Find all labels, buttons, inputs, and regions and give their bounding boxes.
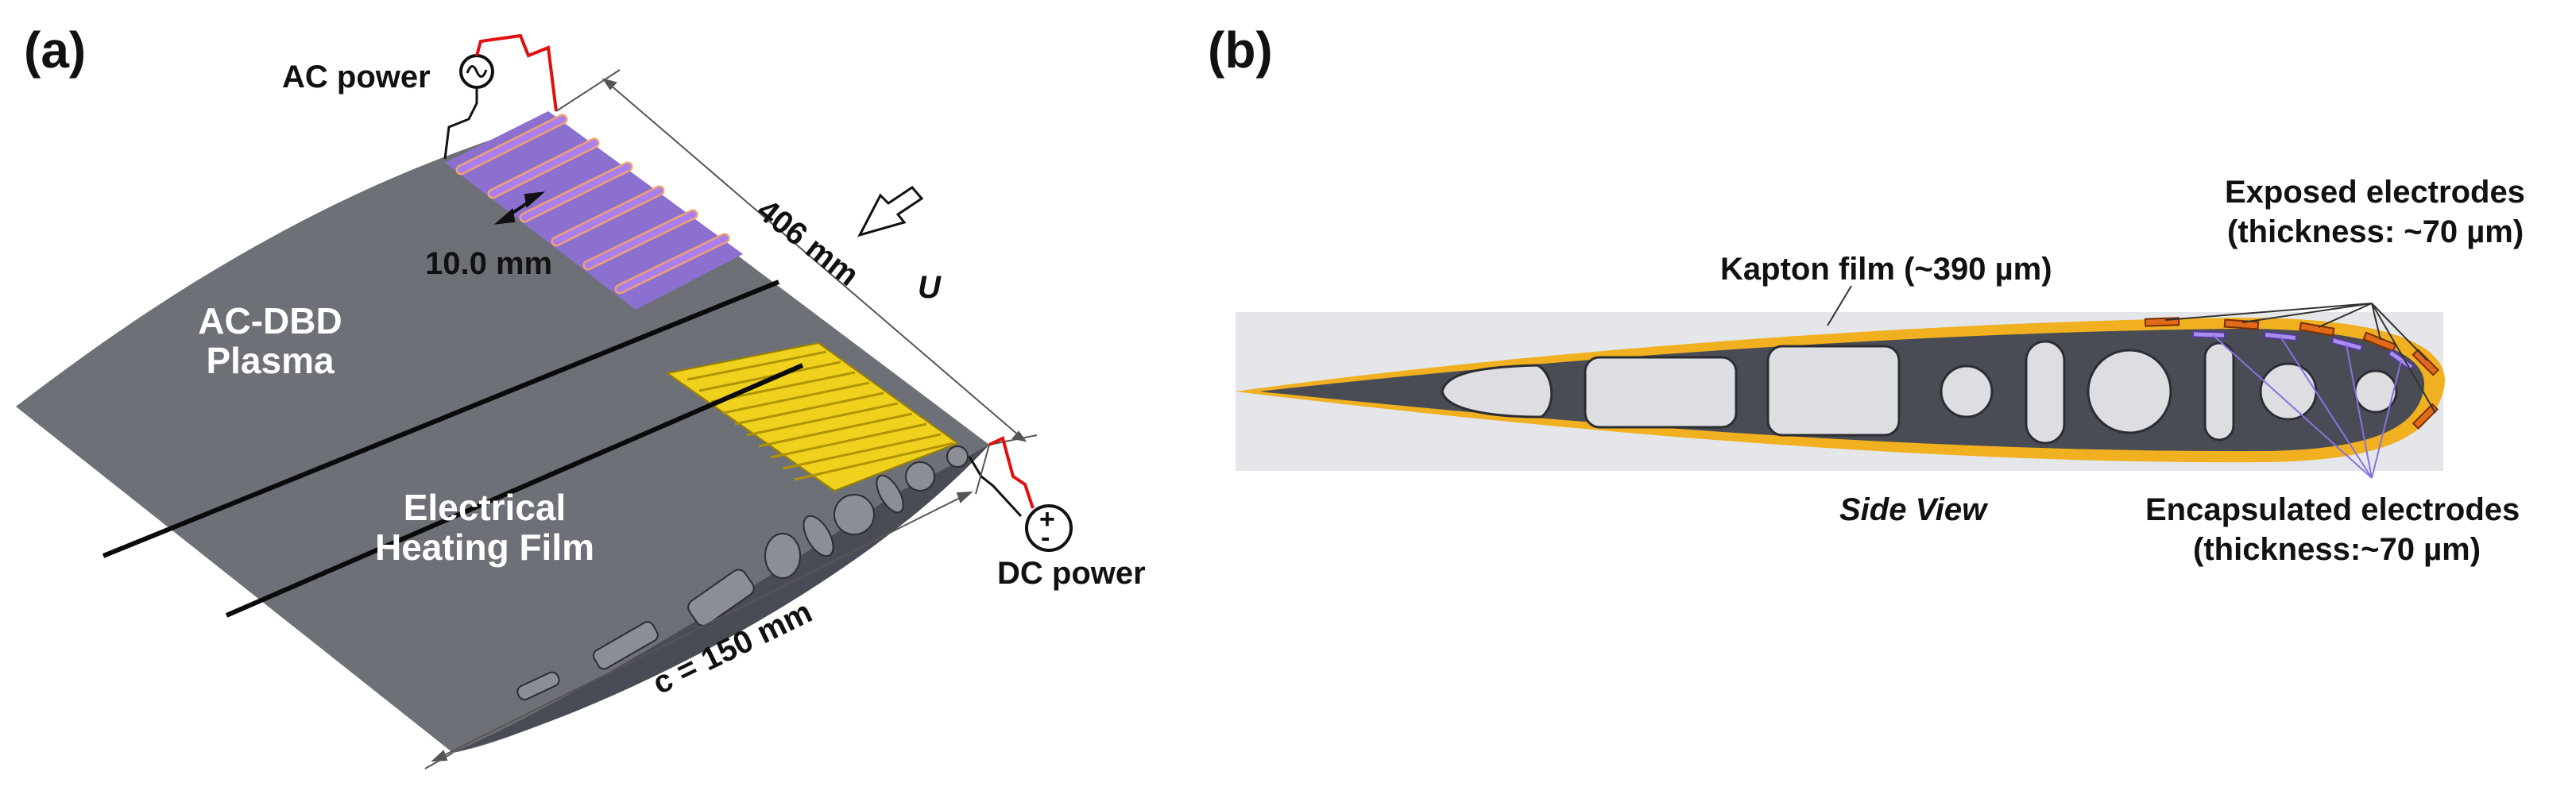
kapton-leader — [1827, 285, 1852, 326]
exposed-label-line2: (thickness: ~70 µm) — [2227, 214, 2524, 249]
flow-arrow — [857, 186, 924, 237]
plasma-label-line2: Plasma — [206, 340, 335, 381]
exposed-leader-lines — [2164, 303, 2436, 414]
flow-label: U — [918, 270, 942, 305]
svg-text:+: + — [1039, 504, 1055, 534]
dc-power-source: + - DC power — [968, 436, 1146, 591]
encapsulated-label-line2: (thickness:~70 µm) — [2193, 532, 2481, 567]
ac-power-source: AC power — [282, 33, 558, 160]
heating-film — [665, 341, 960, 492]
exposed-label-line1: Exposed electrodes — [2225, 175, 2525, 210]
panel-a-label: (a) — [24, 21, 86, 79]
encapsulated-leader-lines — [2212, 334, 2402, 479]
ac-power-label: AC power — [282, 60, 431, 94]
separator-line-2 — [225, 363, 804, 618]
airfoil-cutouts — [1441, 340, 2398, 445]
electrode-gap-label: 10.0 mm — [425, 246, 552, 281]
heating-label-line2: Heating Film — [375, 526, 594, 568]
panel-b: (b) — [1208, 21, 2525, 567]
span-label: 406 mm — [750, 192, 864, 292]
panel-a: (a) — [16, 21, 1146, 769]
heating-label-line1: Electrical — [404, 487, 567, 528]
side-view-label: Side View — [1839, 492, 1989, 527]
dc-power-label: DC power — [997, 556, 1146, 591]
plasma-label-line1: AC-DBD — [198, 300, 342, 341]
wing-rib — [453, 445, 989, 753]
separator-line-1 — [102, 280, 780, 558]
chord-dimension — [424, 444, 990, 769]
electrode-gap-arrow — [493, 191, 546, 225]
svg-text:-: - — [1041, 523, 1050, 553]
kapton-label: Kapton film (~390 µm) — [1720, 252, 2052, 287]
encapsulated-label-line1: Encapsulated electrodes — [2145, 492, 2520, 527]
panel-b-label: (b) — [1208, 21, 1273, 79]
plasma-electrodes — [445, 111, 743, 310]
span-dimension — [555, 69, 1038, 445]
